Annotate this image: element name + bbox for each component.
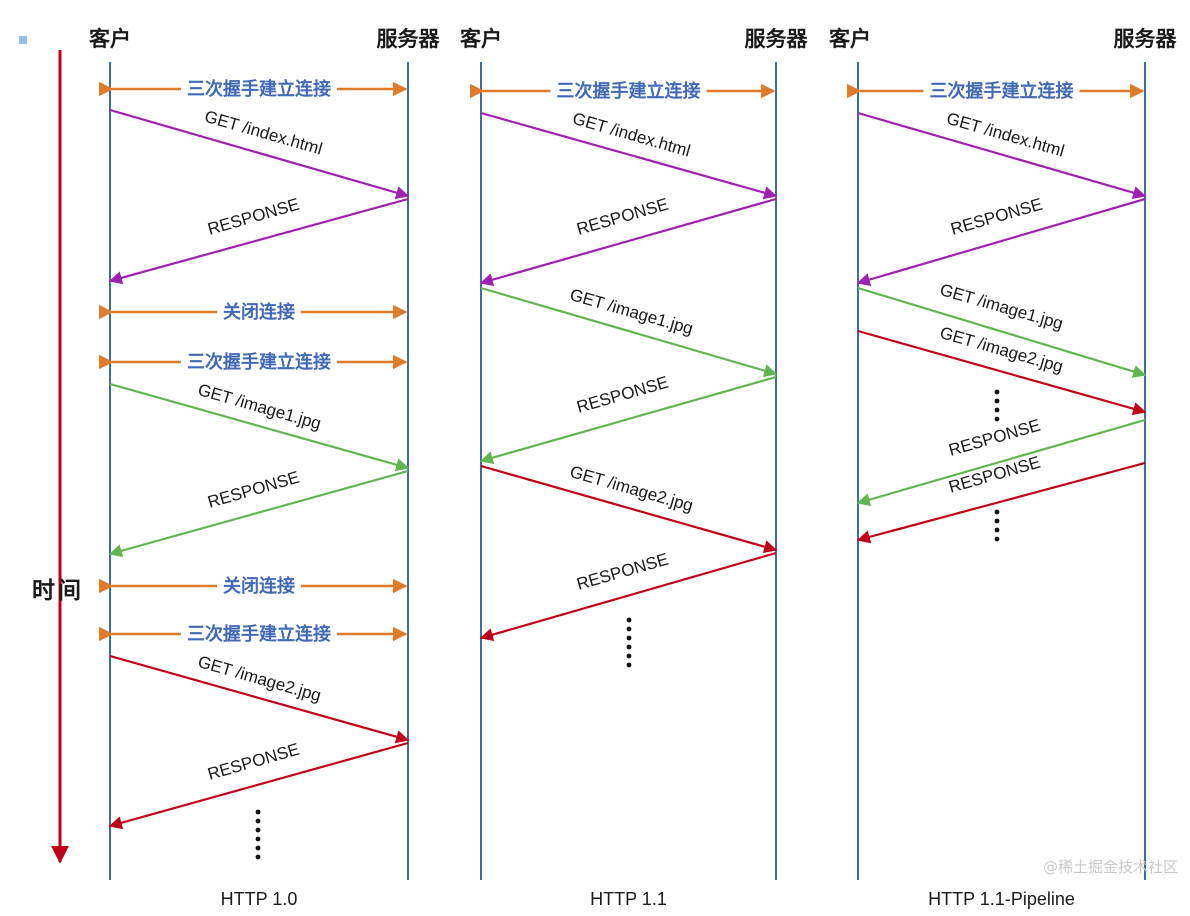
message-arrow-response-image2-http11: [479, 551, 777, 642]
ellipsis-dot-ellipsis-1-http11pipeline: [994, 407, 1000, 413]
ellipsis-dot-ellipsis-1-http11: [626, 662, 632, 668]
message-arrow-get-image1-http10: [109, 382, 410, 472]
blue-marker-square: [19, 36, 27, 44]
lifeline-head-client-http11pipeline: 客户: [829, 27, 871, 51]
control-label-close-1-http10: 关闭连接: [223, 301, 295, 322]
ellipsis-dot-ellipsis-2-http11pipeline: [994, 518, 1000, 524]
ellipsis-dot-ellipsis-1-http10: [255, 854, 261, 860]
ellipsis-dot-ellipsis-1-http11: [626, 644, 632, 650]
control-label-handshake-2-http10: 三次握手建立连接: [187, 351, 331, 372]
message-arrow-get-image2-http11pipeline: [857, 329, 1147, 416]
message-label-get-index-http11: GET /index.html: [570, 109, 692, 161]
message-arrow-get-index-http11pipeline: [857, 111, 1147, 200]
lifeline-head-server-http11pipeline: 服务器: [1114, 27, 1178, 51]
message-arrow-response-image2-http10: [108, 741, 409, 830]
ellipsis-dot-ellipsis-1-http11: [626, 635, 632, 641]
ellipsis-dot-ellipsis-2-http11pipeline: [994, 509, 1000, 515]
control-label-handshake-1-http11: 三次握手建立连接: [557, 80, 701, 101]
message-arrow-get-image1-http11: [480, 286, 778, 378]
panel-caption-http10: HTTP 1.0: [221, 889, 298, 909]
message-arrow-get-index-http11: [480, 111, 778, 200]
control-label-handshake-3-http10: 三次握手建立连接: [187, 623, 331, 644]
message-label-get-index-http10: GET /index.html: [202, 107, 324, 159]
lifeline-head-client-http11: 客户: [460, 27, 502, 51]
lifeline-head-server-http11: 服务器: [745, 27, 809, 51]
panel-caption-http11pipeline: HTTP 1.1-Pipeline: [928, 889, 1075, 909]
message-arrow-response-index-http11: [479, 197, 777, 287]
ellipsis-dot-ellipsis-1-http10: [255, 818, 261, 824]
ellipsis-dot-ellipsis-1-http11pipeline: [994, 389, 1000, 395]
message-arrow-response-image1-http11: [479, 375, 777, 465]
message-label-get-image2-http11: GET /image2.jpg: [568, 462, 696, 515]
message-label-response-image2-http11pipeline: RESPONSE: [946, 453, 1042, 497]
time-axis-label: 时间: [32, 578, 84, 603]
ellipsis-dot-ellipsis-1-http10: [255, 836, 261, 842]
message-arrow-get-image1-http11pipeline: [857, 286, 1147, 378]
ellipsis-dot-ellipsis-1-http10: [255, 827, 261, 833]
control-label-handshake-1-http10: 三次握手建立连接: [187, 78, 331, 99]
control-label-close-2-http10: 关闭连接: [223, 575, 295, 596]
message-arrow-response-image2-http11pipeline: [856, 461, 1146, 544]
message-arrow-response-image1-http11pipeline: [856, 418, 1146, 507]
ellipsis-dot-ellipsis-1-http11: [626, 626, 632, 632]
ellipsis-dot-ellipsis-1-http11pipeline: [994, 398, 1000, 404]
lifeline-head-server-http10: 服务器: [377, 27, 441, 51]
ellipsis-dot-ellipsis-1-http11: [626, 653, 632, 659]
ellipsis-dot-ellipsis-1-http11pipeline: [994, 416, 1000, 422]
control-label-handshake-1-http11pipeline: 三次握手建立连接: [930, 80, 1074, 101]
ellipsis-dot-ellipsis-2-http11pipeline: [994, 527, 1000, 533]
message-label-get-image1-http11: GET /image1.jpg: [568, 285, 696, 338]
lifeline-head-client-http10: 客户: [89, 27, 131, 51]
message-arrow-get-image2-http11: [480, 464, 778, 554]
message-arrow-response-index-http10: [108, 197, 409, 285]
ellipsis-dot-ellipsis-1-http10: [255, 809, 261, 815]
ellipsis-dot-ellipsis-1-http11: [626, 617, 632, 623]
panel-caption-http11: HTTP 1.1: [590, 889, 667, 909]
watermark-text: @稀土掘金技术社区: [1043, 858, 1178, 876]
message-arrow-get-index-http10: [109, 108, 410, 200]
message-arrow-response-index-http11pipeline: [856, 197, 1146, 286]
message-label-get-image1-http11pipeline: GET /image1.jpg: [938, 280, 1066, 333]
message-label-get-index-http11pipeline: GET /index.html: [944, 109, 1066, 161]
message-arrow-response-image1-http10: [108, 469, 409, 558]
message-arrow-get-image2-http10: [109, 654, 410, 744]
ellipsis-dot-ellipsis-1-http10: [255, 845, 261, 851]
ellipsis-dot-ellipsis-2-http11pipeline: [994, 536, 1000, 542]
